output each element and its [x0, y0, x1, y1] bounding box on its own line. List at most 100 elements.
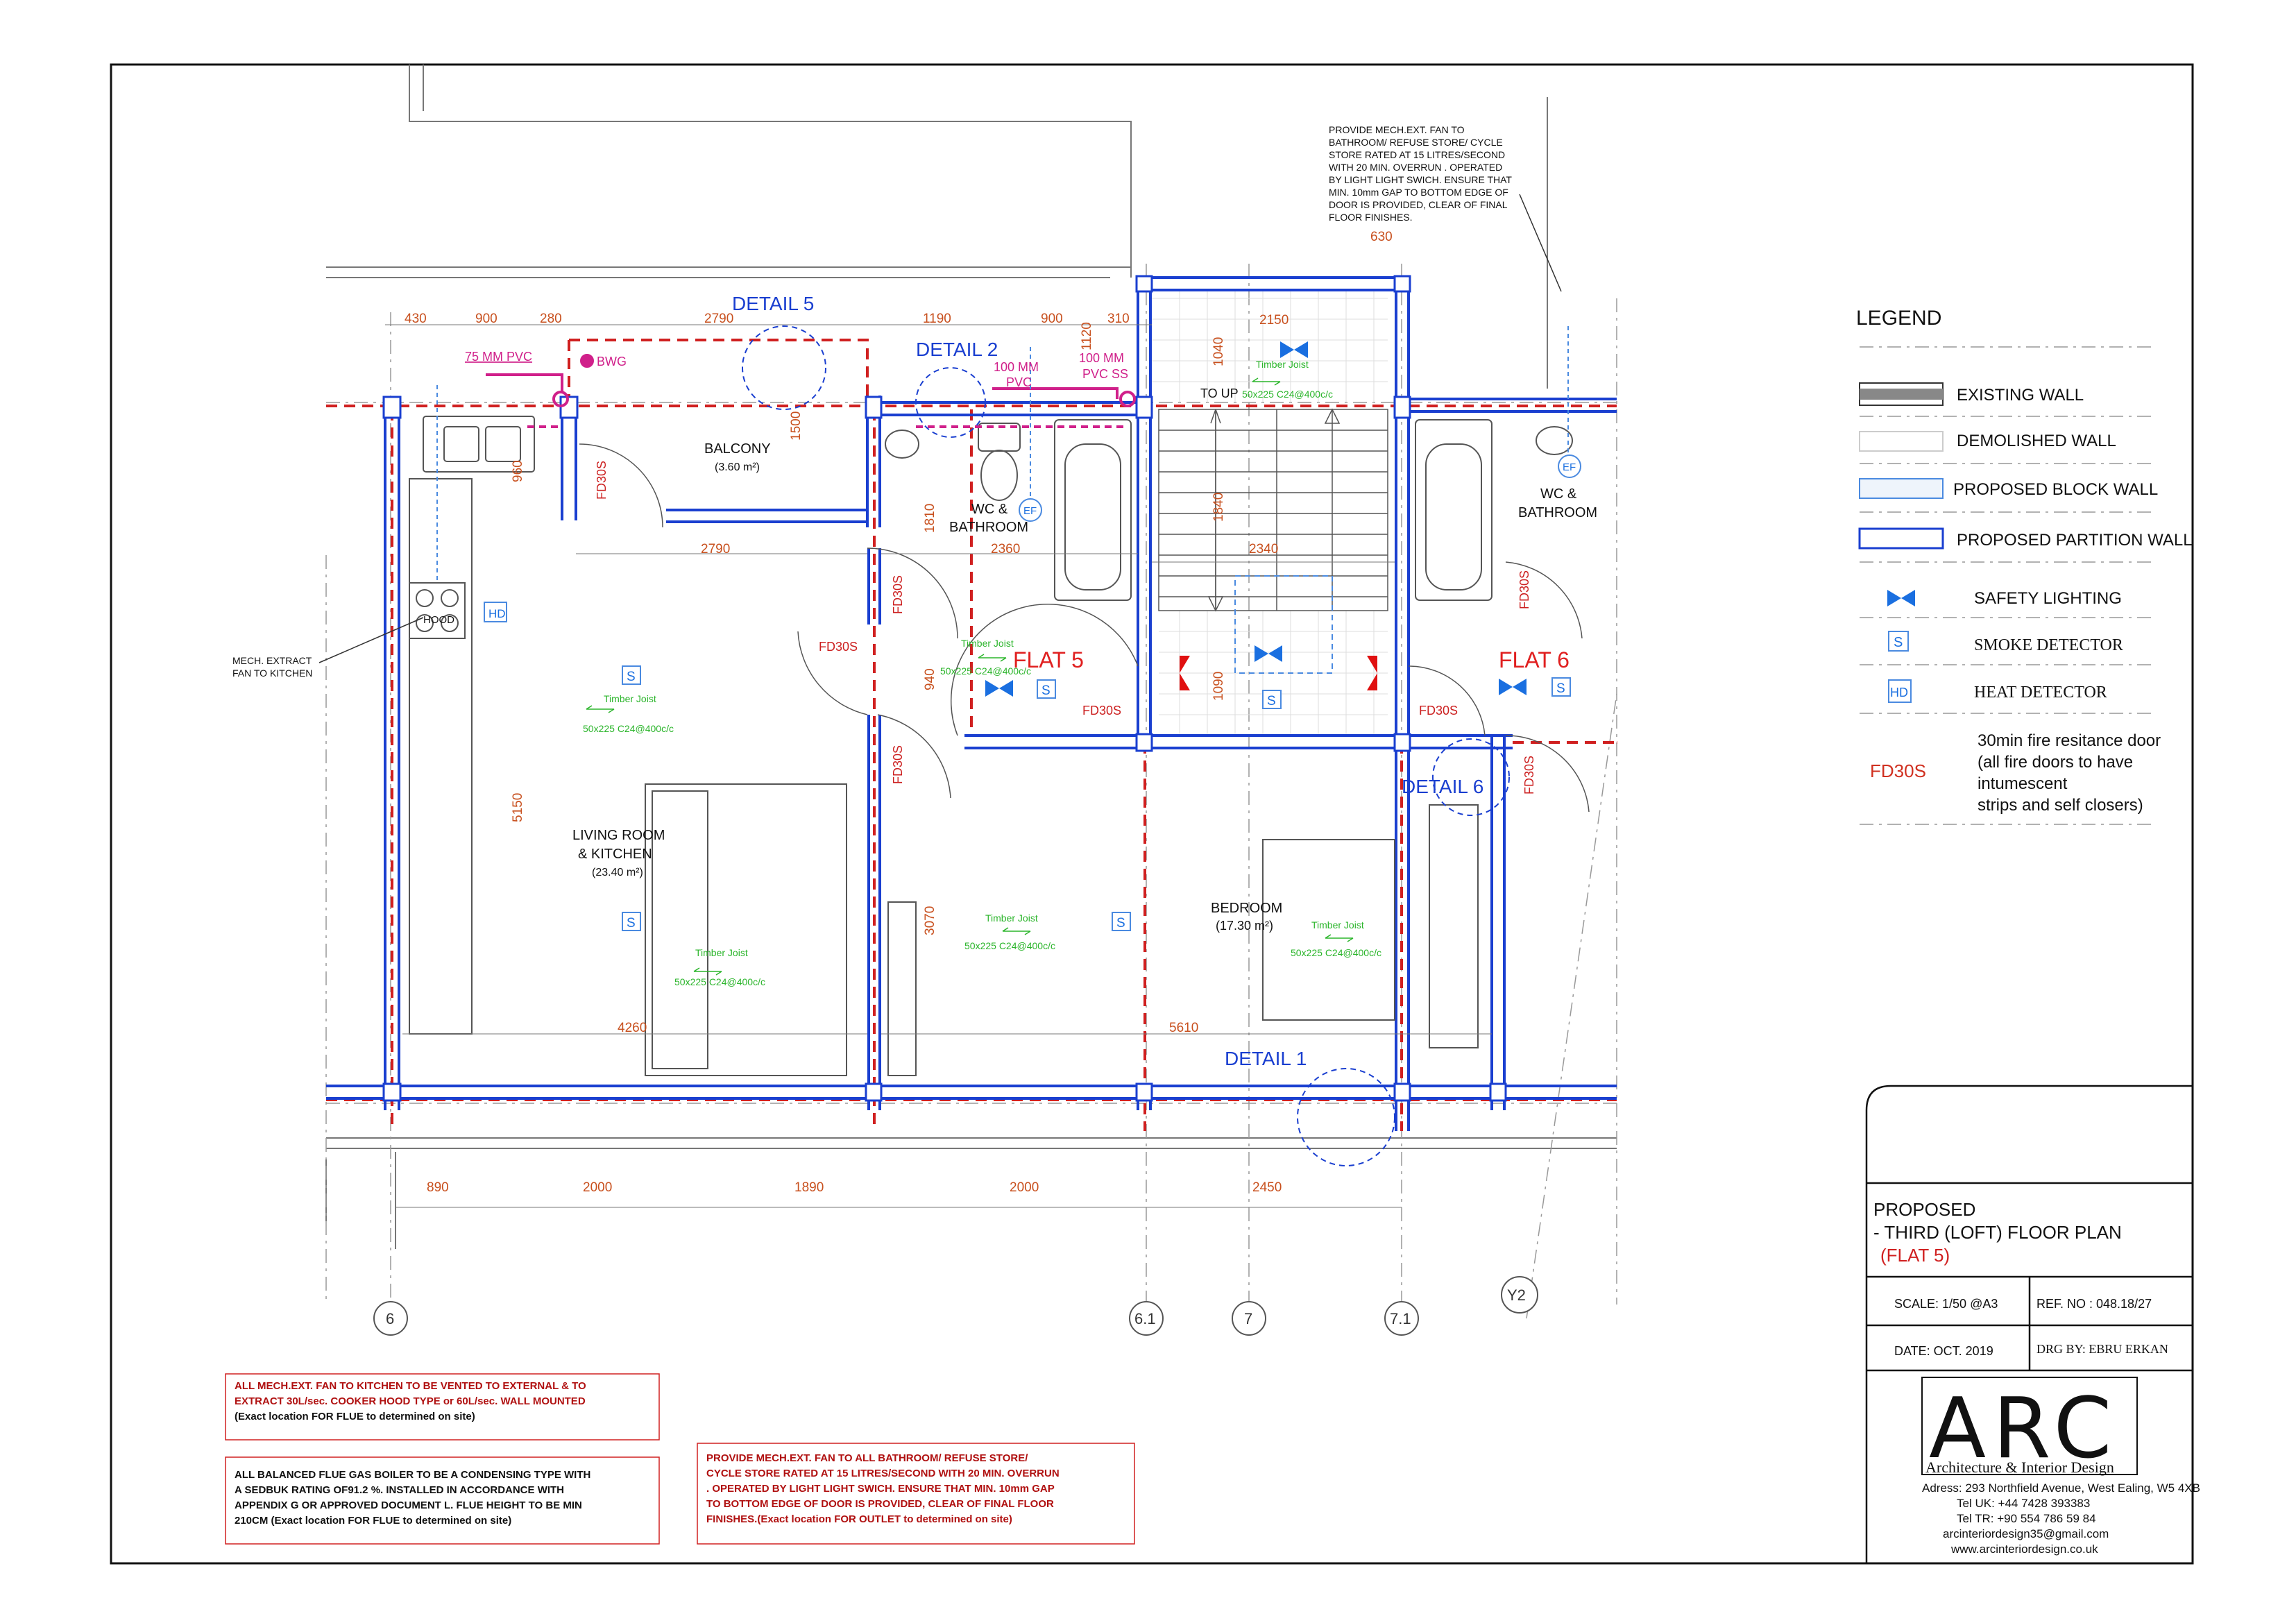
room-wc5-name-2: BATHROOM: [949, 520, 1028, 535]
safety-light-icon: [1255, 645, 1282, 662]
safety-light-icon: [985, 680, 1013, 697]
address-line-2: Tel UK: +44 7428 393383: [1957, 1497, 2090, 1510]
room-living-name-1: LIVING ROOM: [572, 828, 665, 843]
safety-lighting-icons: [985, 341, 1915, 697]
legend-safety-light-icon: [1887, 590, 1915, 606]
note-boxes: [225, 1373, 1135, 1545]
dim-label: 1840: [1211, 493, 1226, 522]
room-bedroom-area: (17.30 m²): [1216, 919, 1273, 933]
legend-fire-door-line-3: intumescent: [1978, 774, 2068, 793]
address-line-3: Tel TR: +90 554 786 59 84: [1957, 1512, 2096, 1525]
ref-label: REF. NO : 048.18/27: [2036, 1297, 2152, 1311]
timber-spec: 50x225 C24@400c/c: [674, 976, 765, 987]
company-tagline: Architecture & Interior Design: [1925, 1459, 2114, 1476]
detail-6-label: DETAIL 6: [1402, 776, 1483, 797]
fixtures: [409, 416, 1573, 1076]
room-living-name-2: & KITCHEN: [578, 847, 652, 862]
dim-label: 5610: [1169, 1021, 1198, 1035]
box1-line-2: EXTRACT 30L/sec. COOKER HOOD TYPE or 60L…: [235, 1395, 586, 1407]
room-wc5-name-1: WC &: [971, 502, 1008, 517]
box3-line-2: CYCLE STORE RATED AT 15 LITRES/SECOND WI…: [706, 1468, 1060, 1479]
sheet-border: [110, 63, 2194, 1565]
dim-label: 1090: [1211, 672, 1226, 701]
drg-by-label: DRG BY: EBRU ERKAN: [2036, 1342, 2168, 1356]
dim-label: 310: [1107, 312, 1130, 326]
flat6-label: FLAT 6: [1499, 647, 1570, 672]
timber-joist-arrows: [586, 377, 1354, 976]
safety-light-icon: [1280, 341, 1308, 358]
timber-spec: 50x225 C24@400c/c: [1291, 947, 1381, 958]
dimension-lines: [385, 324, 1492, 1208]
dim-label: 630: [1370, 230, 1393, 244]
fd30s-label: FD30S: [891, 745, 905, 784]
pipe-100a-label-1: 100 MM: [994, 360, 1039, 374]
room-living-area: (23.40 m²): [592, 867, 643, 878]
fan-note-line-2: BATHROOM/ REFUSE STORE/ CYCLE: [1329, 137, 1503, 148]
fan-note-line-5: BY LIGHT LIGHT SWICH. ENSURE THAT: [1329, 174, 1512, 185]
legend-safety-lighting: SAFETY LIGHTING: [1974, 589, 2122, 608]
dim-label: 2150: [1259, 313, 1289, 328]
detail-2-label: DETAIL 2: [916, 339, 998, 360]
pipe-nodes: [486, 354, 1136, 407]
ef-circles: [1019, 454, 1581, 522]
dim-label: 1190: [923, 312, 951, 326]
dim-label: 2790: [704, 312, 733, 326]
stair-treads: [1158, 408, 1388, 612]
dim-label: 2000: [1010, 1180, 1039, 1195]
dim-label: 280: [540, 312, 562, 326]
dim-label: 890: [427, 1180, 449, 1195]
box3-line-1: PROVIDE MECH.EXT. FAN TO ALL BATHROOM/ R…: [706, 1452, 1028, 1464]
timber-title: Timber Joist: [604, 693, 656, 704]
timber-spec: 50x225 C24@400c/c: [964, 940, 1055, 951]
smoke-detector-icon: S: [627, 670, 636, 684]
grid-bubbles: [373, 1276, 1538, 1336]
fan-note-line-4: WITH 20 MIN. OVERRUN . OPERATED: [1329, 162, 1502, 173]
dim-label: 900: [1041, 312, 1063, 326]
fd30s-label: FD30S: [891, 575, 905, 614]
fd30s-label: FD30S: [1522, 756, 1536, 794]
title-block-frame: [1865, 1085, 2193, 1563]
room-balcony-name: BALCONY: [704, 441, 771, 457]
address-line-1: Adress: 293 Northfield Avenue, West Eali…: [1922, 1481, 2200, 1495]
safety-light-icon: [1499, 679, 1527, 695]
fd30s-label: FD30S: [819, 640, 858, 654]
legend-fire-door-line-4: strips and self closers): [1978, 796, 2143, 815]
room-wc6-name-1: WC &: [1540, 486, 1577, 502]
legend-smoke-detector: SMOKE DETECTOR: [1974, 636, 2123, 654]
fd30s-label: FD30S: [1517, 570, 1531, 609]
detail-circles: [742, 325, 1510, 1166]
smoke-detector-icon: S: [1041, 683, 1051, 698]
grid-label-y2: Y2: [1507, 1286, 1526, 1304]
grid-label-6: 6: [386, 1310, 394, 1327]
box3-line-3: . OPERATED BY LIGHT LIGHT SWICH. ENSURE …: [706, 1483, 1055, 1495]
grid-label-7-1: 7.1: [1390, 1310, 1411, 1327]
ef-icon: EF: [1023, 505, 1037, 517]
dim-label: 940: [923, 668, 937, 690]
kitchen-fan-note-2: FAN TO KITCHEN: [232, 668, 312, 679]
fd30s-label: FD30S: [595, 461, 609, 500]
dim-label: 1890: [794, 1180, 824, 1195]
dim-label: 4260: [618, 1021, 647, 1035]
dim-label: 3070: [923, 906, 937, 935]
dim-label: 2790: [701, 542, 730, 556]
company-logo: ARC: [1929, 1381, 2118, 1477]
pipe-100a-label-2: PVC: [1006, 375, 1032, 389]
legend-heat-detector: HEAT DETECTOR: [1974, 683, 2107, 702]
door-swings: [579, 443, 1590, 813]
fan-note-line-1: PROVIDE MECH.EXT. FAN TO: [1329, 124, 1465, 135]
timber-spec: 50x225 C24@400c/c: [1242, 389, 1333, 400]
dim-label: 2360: [991, 542, 1020, 556]
fd30s-label: FD30S: [1082, 704, 1121, 717]
pipe-100b-label-1: 100 MM: [1079, 351, 1124, 365]
legend-fire-door-line-1: 30min fire resitance door: [1978, 731, 2161, 750]
wall-junctions: [382, 275, 1507, 1102]
legend-smoke-symbol: S: [1894, 635, 1903, 650]
legend-proposed-partition-wall: PROPOSED PARTITION WALL: [1957, 531, 2193, 550]
box1-line-3: (Exact location FOR FLUE to determined o…: [235, 1411, 475, 1422]
legend-title: LEGEND: [1856, 307, 1941, 330]
legend-demolished-wall: DEMOLISHED WALL: [1957, 432, 2116, 450]
fire-exit-arrows: [1180, 656, 1377, 690]
pipe-100b-label-2: PVC SS: [1082, 367, 1128, 381]
scale-label: SCALE: 1/50 @A3: [1894, 1297, 1998, 1311]
detail-1-label: DETAIL 1: [1225, 1048, 1307, 1069]
